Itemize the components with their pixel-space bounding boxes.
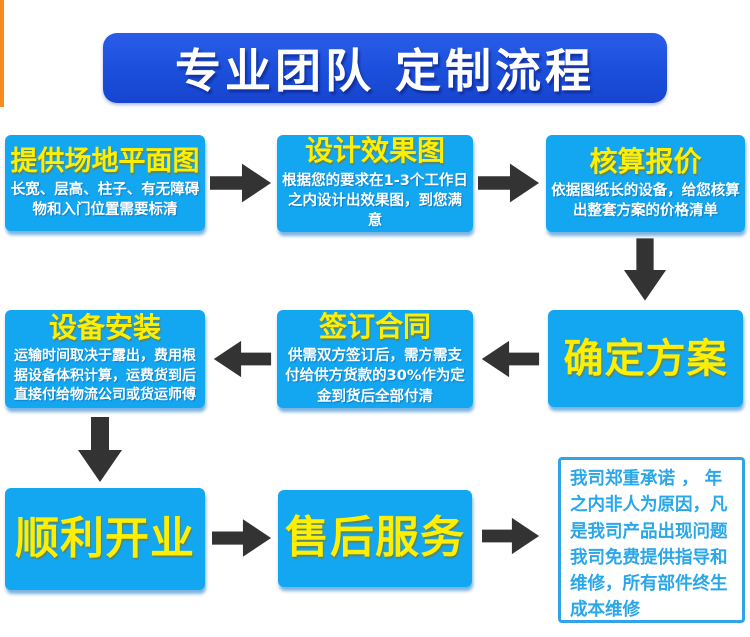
step-title: 设计效果图 (304, 134, 445, 168)
step-description: 供需双方签订后，需方需支付给供方货款的30%作为定金到货后全部付清 (285, 348, 465, 405)
step-description: 运输时间取决于露出，费用根据设备体积计算，运费货到后直接付给物流公司或货运师傅 (14, 348, 196, 404)
page-title: 专业团队 定制流程 (174, 44, 595, 98)
arrow-right-icon (210, 161, 272, 205)
step-equipment-install: 设备安装 运输时间取决于露出，费用根据设备体积计算，运费货到后直接付给物流公司或… (5, 310, 205, 408)
step-description: 根据您的要求在1-3个工作日之内设计出效果图，到您满意 (282, 172, 468, 230)
step-confirm-plan: 确定方案 (548, 310, 743, 407)
arrow-right-icon (482, 514, 540, 558)
arrow-down-icon (76, 416, 124, 484)
step-description: 长宽、层高、柱子、有无障碍物和入门位置需要标清 (10, 181, 200, 219)
left-accent-strip (0, 0, 4, 107)
step-title: 顺利开业 (15, 512, 195, 564)
step-grand-opening: 顺利开业 (5, 488, 205, 590)
arrow-right-icon (478, 161, 540, 205)
banner: 专业团队 定制流程 (103, 33, 667, 103)
step-sign-contract: 签订合同 供需双方签订后，需方需支付给供方货款的30%作为定金到货后全部付清 (277, 310, 473, 408)
step-title: 提供场地平面图 (10, 145, 200, 177)
warranty-promise-box: 我司郑重承诺 ， 年之内非人为原因，凡是我司产品出现问题我司免费提供指导和维修，… (558, 457, 745, 623)
step-title: 确定方案 (563, 335, 728, 382)
arrow-right-icon (212, 517, 272, 559)
arrow-left-icon (211, 339, 273, 379)
arrow-down-icon (622, 236, 668, 304)
step-title: 签订合同 (318, 309, 431, 343)
arrow-left-icon (479, 339, 541, 379)
step-quotation: 核算报价 依据图纸长的设备，给您核算出整套方案的价格清单 (546, 135, 745, 232)
step-title: 设备安装 (48, 311, 161, 345)
step-after-sales-service: 售后服务 (278, 490, 472, 587)
step-provide-floor-plan: 提供场地平面图 长宽、层高、柱子、有无障碍物和入门位置需要标清 (5, 135, 205, 231)
step-title: 售后服务 (285, 512, 465, 564)
step-title: 核算报价 (589, 144, 702, 178)
step-description: 依据图纸长的设备，给您核算出整套方案的价格清单 (551, 182, 740, 220)
warranty-promise-text: 我司郑重承诺 ， 年之内非人为原因，凡是我司产品出现问题我司免费提供指导和维修，… (570, 469, 728, 621)
step-design-rendering: 设计效果图 根据您的要求在1-3个工作日之内设计出效果图，到您满意 (277, 135, 473, 232)
